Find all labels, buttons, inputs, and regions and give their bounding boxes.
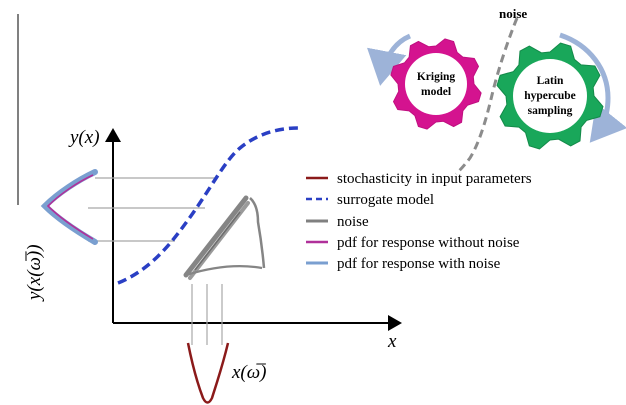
legend: stochasticity in input parameters surrog… <box>306 171 532 272</box>
y-omega-label: y(x(ω̅)) <box>24 244 45 302</box>
legend-label: pdf for response with noise <box>337 256 501 272</box>
surrogate-model-curve <box>117 126 299 285</box>
response-pdf-with-noise <box>40 169 98 245</box>
legend-label: pdf for response without noise <box>337 235 520 251</box>
x-omega-label: x(ω̅) <box>231 362 267 383</box>
kriging-gear-icon <box>390 38 482 130</box>
input-pdf-curve <box>186 342 230 404</box>
legend-label: surrogate model <box>337 192 434 208</box>
kriging-rotation-arrow <box>367 33 412 86</box>
latin-label-line2: hypercube <box>524 90 576 102</box>
y-axis-label: y(x) <box>68 127 100 148</box>
noise-scatter <box>183 195 266 280</box>
kriging-label-line1: Kriging <box>417 71 456 83</box>
latin-rotation-arrow <box>559 32 626 143</box>
legend-label: stochasticity in input parameters <box>337 171 532 187</box>
legend-item: pdf for response with noise <box>306 256 501 272</box>
noise-label: noise <box>499 6 527 21</box>
latin-hypercube-gear-icon <box>496 42 604 150</box>
latin-label-line1: Latin <box>537 75 564 87</box>
x-axis-label: x <box>387 331 397 352</box>
noise-dashed-curve <box>454 17 519 176</box>
legend-item: pdf for response without noise <box>306 235 520 251</box>
latin-label-line3: sampling <box>528 105 573 117</box>
legend-item: noise <box>306 214 369 230</box>
legend-label: noise <box>337 214 369 230</box>
kriging-label-line2: model <box>421 86 451 98</box>
legend-item: surrogate model <box>306 192 434 208</box>
legend-item: stochasticity in input parameters <box>306 171 532 187</box>
response-pdf-without-noise <box>46 174 94 240</box>
